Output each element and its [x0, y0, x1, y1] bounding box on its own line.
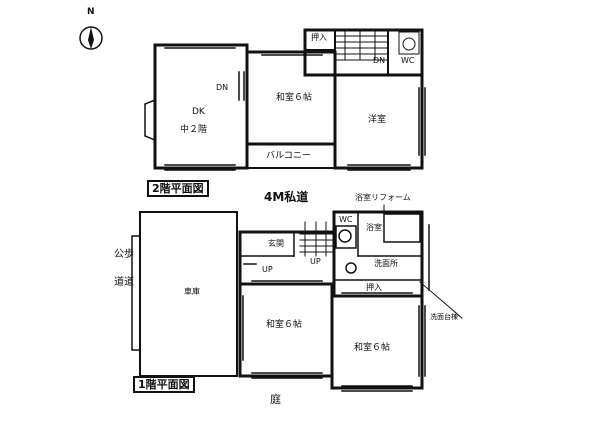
floor1-up-mid-label: UP [310, 257, 321, 266]
floor2-balcony [246, 143, 336, 169]
floor1-stair-treads [299, 221, 333, 257]
washroom-label: 洗面所 [374, 259, 398, 268]
floor2-walls [153, 28, 424, 170]
bath-remodel-label: 浴室リフォーム [355, 193, 411, 202]
floor1-windows [131, 224, 430, 392]
dk-label: DK [192, 107, 205, 117]
floor2-stair-block [303, 28, 424, 77]
floor1-washitsu-right [330, 294, 424, 390]
private-road-label: 4M私道 [264, 190, 309, 204]
garden-label: 庭 [270, 393, 281, 406]
floor2-dn-right-label: DN [373, 56, 386, 65]
floor1-washitsu-right-label: 和室６帖 [354, 343, 391, 353]
floor2-windows [144, 47, 426, 171]
mezzanine-label: 中２階 [180, 125, 208, 135]
north-compass: N [74, 8, 108, 50]
floor1-partitions [239, 211, 423, 281]
floor2-washitsu-label: 和室６帖 [276, 93, 313, 103]
floor2-dn-left-label: DN [216, 83, 229, 92]
floor2-stair-treads [304, 29, 420, 76]
north-label: N [87, 7, 95, 17]
bath-label: 浴室 [366, 223, 382, 232]
floor1-wet-block [332, 210, 424, 298]
floor1-wc-label: WC [339, 215, 353, 224]
public-road-label-2: 道道 [114, 277, 134, 288]
public-road-label-1: 公歩 [114, 249, 134, 260]
floor1-washitsu-left-label: 和室６帖 [266, 320, 303, 330]
genkan-label: 玄関 [268, 239, 284, 248]
garage-label: 車庫 [184, 287, 200, 296]
floor2-wc-label: WC [401, 56, 415, 65]
floor1-up-left-label: UP [262, 265, 273, 274]
yoshitsu-label: 洋室 [368, 115, 387, 125]
washstand-label: 洗面台棟 [430, 313, 458, 321]
compass-icon [79, 26, 103, 50]
floor2-oshiire-label: 押入 [311, 33, 327, 42]
floor2-title: 2階平面図 [147, 180, 209, 197]
floor1-washitsu-left [238, 282, 334, 378]
floor1-oshiire-label: 押入 [366, 283, 382, 292]
floor1-title: 1階平面図 [133, 376, 195, 393]
balcony-label: バルコニー [266, 151, 311, 161]
washstand-leader [419, 281, 463, 319]
